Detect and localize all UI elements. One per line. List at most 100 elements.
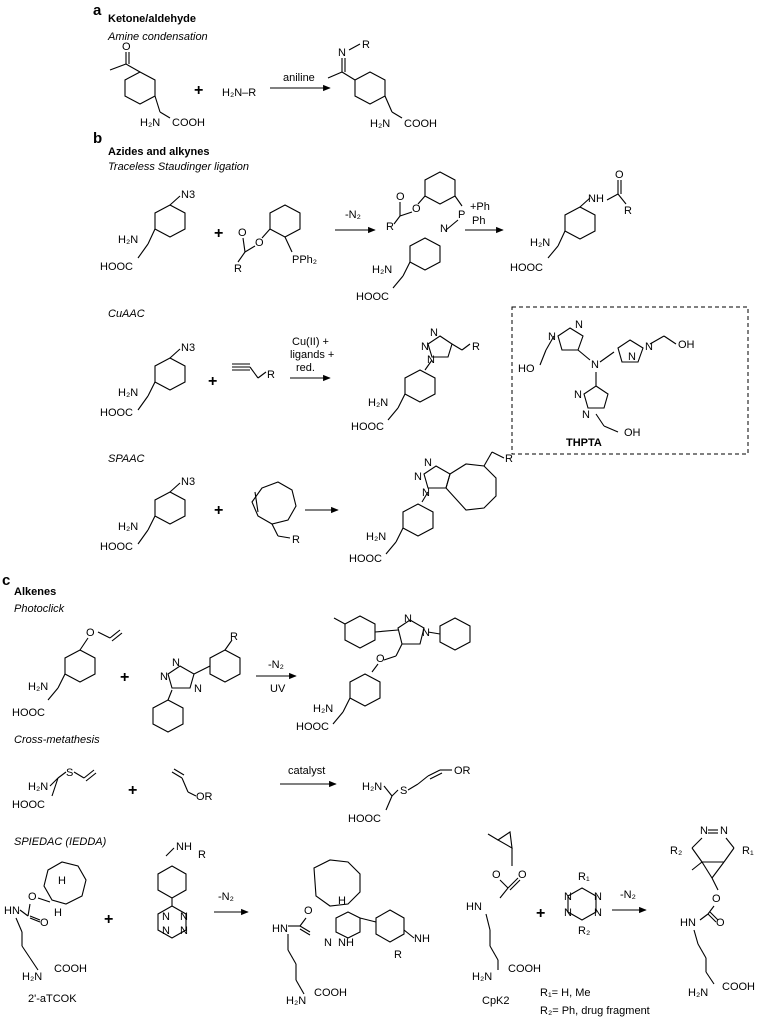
svg-text:COOH: COOH: [314, 987, 347, 999]
svg-text:R: R: [505, 453, 513, 465]
svg-text:R: R: [386, 221, 394, 233]
svg-text:O: O: [86, 627, 95, 639]
svg-text:O: O: [518, 869, 527, 881]
ketone-phenylalanine: O H₂N COOH: [109, 41, 205, 129]
photoclick-cond-top: -N₂: [268, 659, 284, 671]
svg-text:R: R: [230, 631, 238, 643]
metathesis-product: H₂N S OR HOOC: [348, 765, 471, 825]
tetrazole: N N N R: [152, 631, 241, 733]
svg-text:N: N: [324, 937, 332, 949]
svg-text:N: N: [564, 891, 572, 903]
svg-text:HN: HN: [4, 905, 20, 917]
section-c-letter: c: [2, 572, 10, 589]
svg-text:H₂N: H₂N: [362, 781, 382, 793]
svg-text:N: N: [338, 47, 346, 59]
svg-text:N: N: [548, 331, 556, 343]
svg-text:HN: HN: [272, 923, 288, 935]
cuaac-cond-3: red.: [296, 362, 315, 374]
svg-text:N: N: [591, 359, 599, 371]
spiedac-cond-1: -N₂: [218, 891, 234, 903]
svg-text:R: R: [198, 849, 206, 861]
svg-text:OR: OR: [454, 765, 471, 777]
s-allyl-cysteine: H₂N S HOOC: [12, 767, 97, 811]
triazole-product-cuaac: N N N R H₂N HOOC: [351, 327, 480, 433]
svg-text:N: N: [574, 389, 582, 401]
section-b-letter: b: [93, 130, 102, 147]
svg-text:H₂N: H₂N: [22, 971, 42, 983]
svg-text:H₂N: H₂N: [118, 521, 138, 533]
section-b-title: Azides and alkynes: [108, 146, 210, 158]
svg-text:O: O: [28, 891, 37, 903]
cuaac-cond-2: ligands +: [290, 349, 334, 361]
cpk-label: CpK2: [482, 995, 510, 1007]
plus-staudinger: +: [214, 225, 223, 242]
condition-staudinger: -N₂: [345, 209, 361, 221]
tcok-amino-acid: H H O O HN H₂N COOH: [4, 861, 87, 983]
r2-note: R₂= Ph, drug fragment: [540, 1005, 650, 1017]
svg-text:O: O: [122, 41, 131, 53]
azido-phenylalanine-2: N3 H₂N HOOC: [100, 342, 195, 419]
plus-spiedac-1: +: [104, 911, 113, 928]
spiedac-product-1: H O HN N NH NH R H₂N COOH: [272, 859, 430, 1007]
svg-text:H₂N: H₂N: [118, 234, 138, 246]
svg-text:HN: HN: [466, 901, 482, 913]
svg-text:P: P: [458, 209, 465, 221]
allyl-tyrosine: O H₂N HOOC: [12, 627, 123, 719]
svg-text:NH: NH: [176, 841, 192, 853]
cuaac-cond-1: Cu(II) +: [292, 336, 329, 348]
svg-text:HOOC: HOOC: [351, 421, 384, 433]
condition-metathesis: catalyst: [288, 765, 325, 777]
spiedac-subtitle: SPIEDAC (IEDDA): [14, 836, 107, 848]
svg-text:H: H: [54, 907, 62, 919]
svg-text:NH: NH: [588, 193, 604, 205]
svg-text:OH: OH: [624, 427, 641, 439]
phosphonium-intermediate: O O R P +Ph Ph N H₂N HOOC: [356, 171, 490, 303]
metathesis-subtitle: Cross-metathesis: [14, 734, 100, 746]
svg-text:O: O: [40, 917, 49, 929]
svg-text:R₂: R₂: [578, 925, 590, 937]
section-a-letter: a: [93, 2, 102, 19]
svg-text:H₂N: H₂N: [28, 781, 48, 793]
svg-text:HO: HO: [518, 363, 535, 375]
disubstituted-tetrazine: R₁ N N N N R₂: [564, 871, 602, 937]
svg-text:H₂N: H₂N: [368, 397, 388, 409]
spaac-subtitle: SPAAC: [108, 453, 145, 465]
svg-text:H₂N: H₂N: [370, 118, 390, 130]
staudinger-subtitle: Traceless Staudinger ligation: [108, 161, 249, 173]
svg-text:R₁: R₁: [742, 845, 754, 857]
photoclick-subtitle: Photoclick: [14, 603, 65, 615]
photoclick-cond-bottom: UV: [270, 683, 286, 695]
section-a-subtitle: Amine condensation: [107, 31, 208, 43]
svg-text:N: N: [180, 925, 188, 937]
svg-text:N: N: [404, 613, 412, 625]
svg-text:HOOC: HOOC: [100, 261, 133, 273]
svg-text:COOH: COOH: [722, 981, 755, 993]
svg-text:N: N: [172, 657, 180, 669]
svg-text:OH: OH: [678, 339, 695, 351]
svg-text:H₂N: H₂N: [313, 703, 333, 715]
spiedac-cond-2: -N₂: [620, 889, 636, 901]
svg-text:H: H: [58, 875, 66, 887]
svg-text:N: N: [700, 825, 708, 837]
svg-text:N: N: [720, 825, 728, 837]
svg-text:N: N: [424, 457, 432, 469]
svg-text:N: N: [594, 891, 602, 903]
svg-text:N: N: [440, 223, 448, 235]
svg-text:O: O: [396, 191, 405, 203]
section-a-title: Ketone/aldehyde: [108, 13, 196, 25]
plus-a: +: [194, 82, 203, 99]
spiedac-product-2: N N R₂ R₁ O O HN H₂N COOH: [670, 825, 755, 999]
allyl-ether: OR: [171, 768, 213, 803]
terminal-alkyne: R: [232, 363, 275, 381]
plus-photoclick: +: [120, 669, 129, 686]
svg-text:N: N: [421, 341, 429, 353]
svg-text:H: H: [338, 895, 346, 907]
svg-text:N3: N3: [181, 342, 195, 354]
svg-text:N: N: [645, 341, 653, 353]
svg-text:O: O: [492, 869, 501, 881]
svg-text:H₂N: H₂N: [372, 264, 392, 276]
plus-spiedac-2: +: [536, 905, 545, 922]
condition-a: aniline: [283, 72, 315, 84]
svg-text:N: N: [422, 487, 430, 499]
